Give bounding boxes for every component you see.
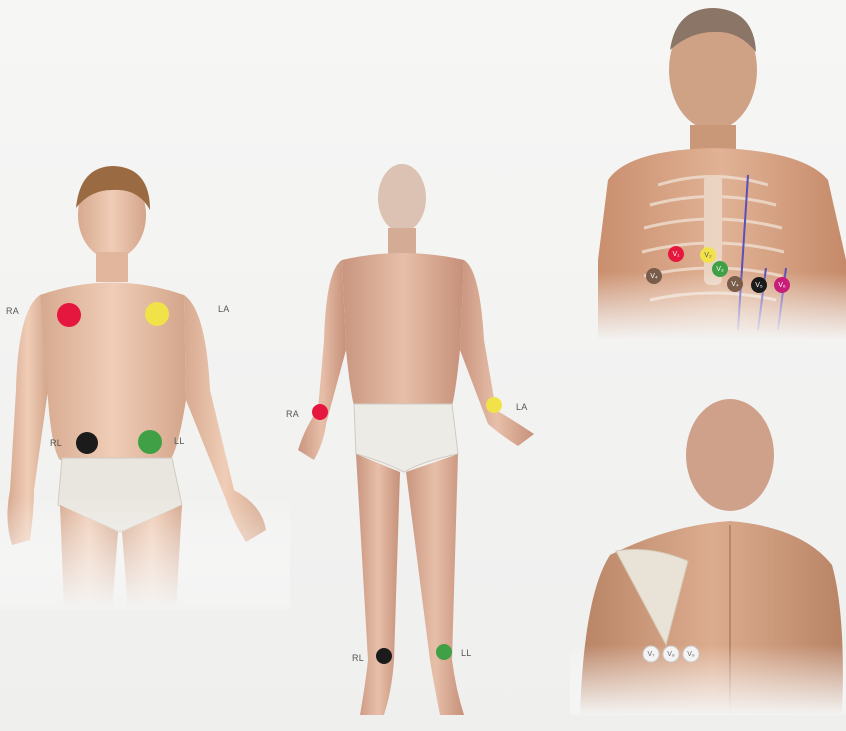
- la-label: LA: [516, 402, 527, 412]
- v3-electrode: V₃: [712, 261, 728, 277]
- ll-electrode: [436, 644, 452, 660]
- left-arm: [460, 260, 534, 446]
- v8-label: V₈: [667, 651, 675, 658]
- v9-label: V₉: [687, 651, 695, 658]
- v4-electrode: V₄: [646, 268, 662, 284]
- la-electrode: [486, 397, 502, 413]
- v6-label: V₆: [778, 282, 786, 289]
- la-label: LA: [218, 304, 229, 314]
- ra-label: RA: [6, 306, 19, 316]
- ra-electrode: [312, 404, 328, 420]
- rl-electrode: [76, 432, 98, 454]
- v1-label: V₁: [672, 251, 680, 258]
- rl-label: RL: [50, 438, 62, 448]
- v4r-label: V₄: [650, 273, 658, 280]
- ra-electrode: [57, 303, 81, 327]
- precordial-chest-figure: V₁ V₂ V₃ V₄ V₄ V₅ V₆: [598, 0, 846, 340]
- posterior-back-figure: V₇ V₈ V₉: [570, 395, 846, 715]
- rl-label: RL: [352, 653, 364, 663]
- v6-electrode: V₆: [774, 277, 790, 293]
- v4-left-electrode: V₄: [727, 276, 743, 292]
- v5-electrode: V₅: [751, 277, 767, 293]
- v9-electrode: V₉: [683, 646, 699, 662]
- v4-label: V₄: [731, 281, 739, 288]
- v7-label: V₇: [647, 651, 655, 658]
- torso-placement-figure: [0, 160, 290, 610]
- v2-label: V₂: [704, 252, 712, 259]
- right-arm: [298, 260, 346, 460]
- head: [378, 164, 426, 232]
- la-electrode: [145, 302, 169, 326]
- extremity-placement-figure: [280, 160, 550, 731]
- v7-electrode: V₇: [643, 646, 659, 662]
- v5-label: V₅: [755, 282, 763, 289]
- ra-label: RA: [286, 409, 299, 419]
- ll-label: LL: [461, 648, 471, 658]
- v1-electrode: V₁: [668, 246, 684, 262]
- ll-electrode: [138, 430, 162, 454]
- v2-electrode: V₂: [700, 247, 716, 263]
- v3-label: V₃: [716, 266, 724, 273]
- v8-electrode: V₈: [663, 646, 679, 662]
- torso: [342, 253, 464, 406]
- ll-label: LL: [174, 436, 184, 446]
- rl-electrode: [376, 648, 392, 664]
